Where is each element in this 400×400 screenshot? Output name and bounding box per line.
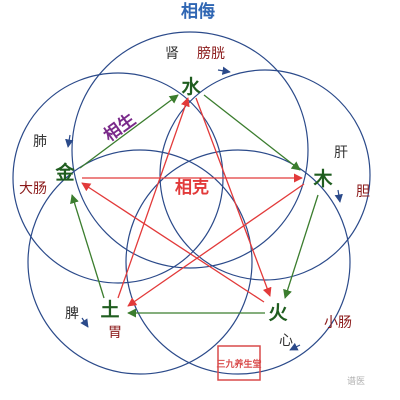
xiangwu-circle-water xyxy=(71,31,309,269)
xiangwu-arrow-right xyxy=(334,189,343,203)
xiangwu-circle-fire xyxy=(125,149,351,375)
xiangwu-circle-wood xyxy=(159,69,371,281)
label-xiangsheng: 相生 xyxy=(100,109,140,146)
organ-gallbladder: 胆 xyxy=(356,184,370,200)
element-water: 水 xyxy=(181,76,201,98)
organ-stomach: 胃 xyxy=(108,325,122,341)
element-metal: 金 xyxy=(54,161,75,184)
organ-bladder: 膀胱 xyxy=(197,45,225,62)
xiangsheng-cycle xyxy=(70,94,319,318)
sheng-wood-fire xyxy=(283,194,319,299)
xiangwu-arrows xyxy=(65,66,343,351)
xiangke-cycle xyxy=(81,97,305,307)
organ-small-intestine: 小肠 xyxy=(324,315,352,331)
sheng-earth-metal xyxy=(70,194,105,299)
element-fire: 火 xyxy=(268,302,288,324)
ke-earth-water xyxy=(117,97,190,299)
xiangwu-arrow-left xyxy=(65,134,74,148)
organ-large-intestine: 大肠 xyxy=(19,181,47,197)
xiangwu-circle-earth xyxy=(27,149,253,375)
ke-fire-metal xyxy=(81,182,265,303)
title-xiangwu: 相侮 xyxy=(181,1,215,22)
organ-lung: 肺 xyxy=(33,134,47,150)
organ-liver: 肝 xyxy=(334,145,348,161)
element-earth: 土 xyxy=(100,299,119,321)
label-xiangke: 相克 xyxy=(175,177,209,198)
watermark: 谱医 xyxy=(347,375,365,387)
element-wood: 木 xyxy=(312,167,333,190)
ke-water-fire xyxy=(195,97,272,297)
seal-text: 三九养生堂 xyxy=(216,358,261,370)
xiangwu-arrow-top xyxy=(217,66,231,75)
seal-stamp: 三九养生堂 xyxy=(216,345,262,381)
seal-box xyxy=(217,345,261,381)
xiangwu-circles xyxy=(12,31,371,375)
ke-wood-earth xyxy=(127,183,305,307)
sheng-water-wood xyxy=(203,94,301,171)
xiangwu-arrow-bottom-right xyxy=(289,342,301,351)
organ-kidney: 肾 xyxy=(165,46,179,62)
xiangwu-arrow-bottom-left xyxy=(80,317,89,328)
organ-spleen: 脾 xyxy=(65,306,79,322)
organ-heart: 心 xyxy=(279,333,293,349)
sheng-metal-water xyxy=(79,94,179,169)
